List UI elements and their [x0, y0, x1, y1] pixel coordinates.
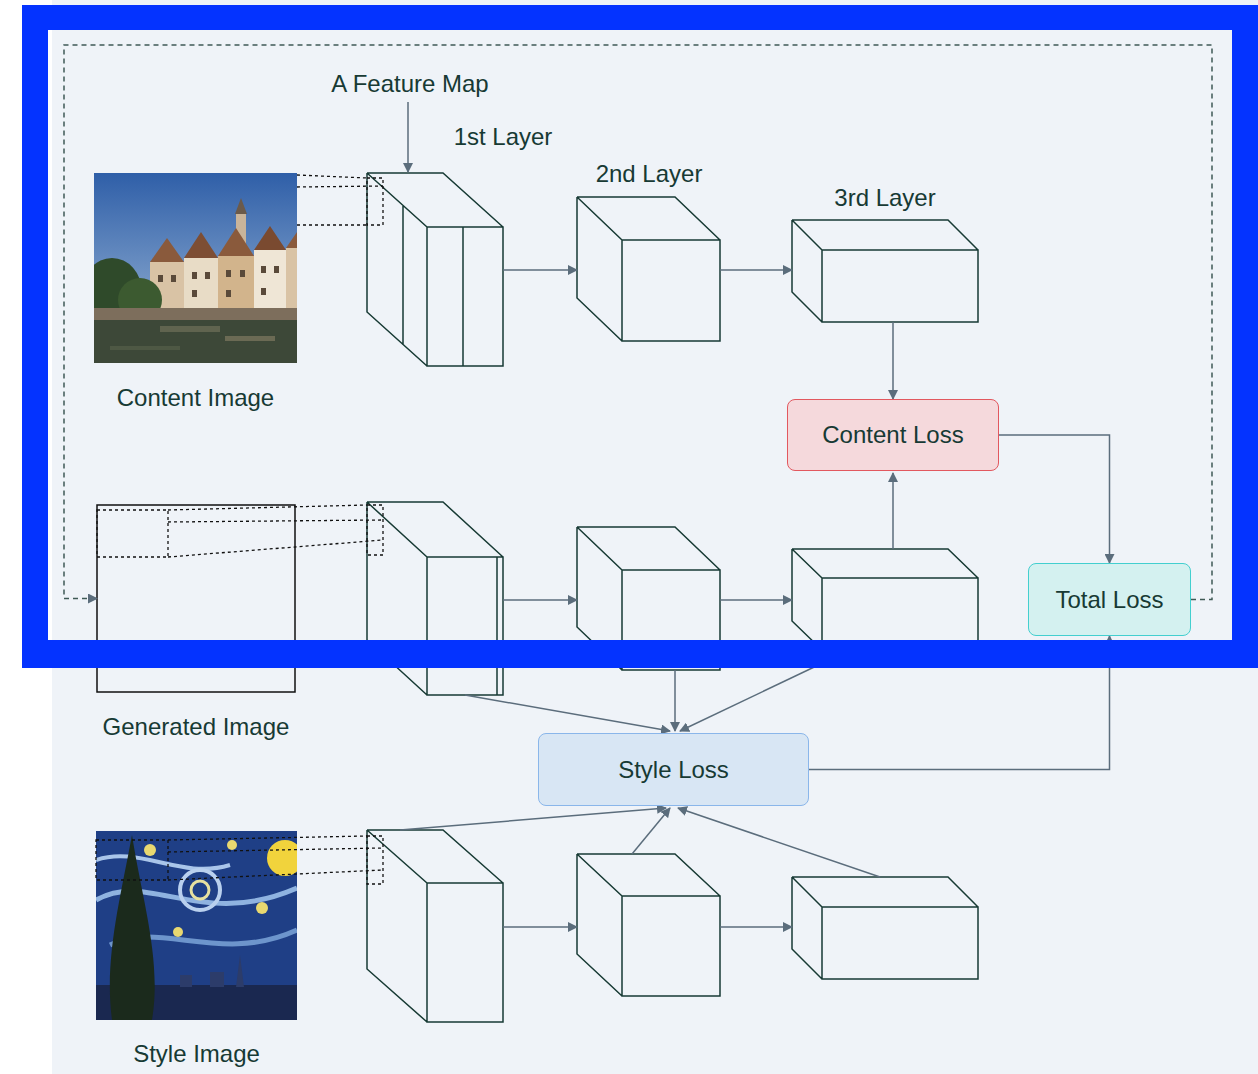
receptive-field-lines	[367, 836, 383, 884]
content-photo	[254, 250, 286, 312]
panel-background	[52, 0, 1258, 1074]
style-painting	[96, 831, 297, 1020]
content-photo	[286, 248, 297, 312]
flow-arrows	[400, 808, 666, 830]
style-painting	[110, 835, 155, 1020]
layer-blocks	[367, 173, 503, 366]
highlight-frame	[22, 5, 1258, 668]
caption: 2nd Layer	[596, 160, 703, 188]
receptive-field-lines	[168, 505, 383, 557]
flow-arrows	[674, 670, 676, 731]
box-label: Content Loss	[822, 421, 963, 449]
content-photo	[184, 232, 218, 258]
style-painting	[191, 881, 209, 899]
flow-arrows	[720, 926, 792, 928]
style-painting	[173, 927, 183, 937]
content-photo	[158, 266, 279, 297]
content-photo	[171, 275, 176, 282]
receptive-field-lines	[168, 836, 383, 880]
style-painting	[227, 840, 237, 850]
receptive-field-lines	[96, 840, 168, 880]
flow-arrows	[678, 808, 880, 877]
style-painting	[210, 972, 224, 987]
content-photo	[94, 173, 297, 363]
content-photo	[225, 336, 275, 341]
style-painting	[256, 902, 268, 914]
content-photo	[160, 326, 220, 332]
layer-blocks	[367, 830, 503, 1022]
content-photo	[235, 198, 247, 214]
layer-blocks	[792, 549, 978, 650]
content-photo	[261, 288, 266, 295]
caption: Style Image	[133, 1040, 260, 1068]
layer-blocks	[577, 854, 720, 996]
content-image: Content Image	[94, 173, 297, 363]
layer-block: 2nd Layer	[577, 197, 720, 341]
loss-box: Total Loss	[1028, 563, 1191, 636]
style-painting	[267, 840, 297, 876]
receptive-field-lines	[367, 505, 383, 555]
flow-connector	[999, 435, 1110, 563]
content-photo	[261, 266, 266, 273]
layer-block: 1st Layer	[367, 173, 503, 367]
caption: 3rd Layer	[834, 184, 935, 212]
receptive-field-lines	[297, 175, 383, 225]
layer-blocks	[97, 173, 978, 1022]
content-photo	[94, 308, 297, 320]
layer-block: 3rd Layer	[792, 220, 978, 322]
content-photo	[218, 228, 254, 256]
loss-box: Style Loss	[538, 733, 809, 806]
flow-arrows	[892, 473, 894, 549]
feedback-connector	[64, 45, 1212, 600]
content-photo	[205, 272, 210, 279]
content-photo	[226, 270, 231, 277]
content-photo	[286, 232, 297, 248]
receptive-field-lines	[97, 510, 168, 557]
content-photo	[150, 238, 184, 262]
content-photo	[254, 226, 286, 250]
layer-blocks	[577, 197, 720, 341]
layer-blocks	[792, 877, 978, 979]
box-label: Style Loss	[618, 756, 729, 784]
flow-arrows	[465, 695, 670, 731]
flow-connector	[892, 322, 894, 399]
content-photo	[184, 258, 218, 312]
flow-connector	[720, 269, 792, 271]
style-painting	[236, 955, 244, 987]
flow-arrows	[720, 599, 792, 601]
caption: Content Image	[117, 384, 274, 412]
content-photo	[218, 256, 254, 312]
receptive-field-lines	[367, 178, 383, 225]
flow-connector	[503, 269, 577, 271]
content-photo	[274, 266, 279, 273]
content-photo	[110, 346, 180, 350]
generated-image: Generated Image	[97, 505, 295, 692]
flow-arrows	[632, 808, 670, 854]
style-painting	[180, 870, 220, 910]
style-image: Style Image	[96, 831, 297, 1020]
content-photo	[158, 275, 163, 282]
annotation-label: A Feature Map	[331, 70, 488, 98]
flow-arrows	[400, 102, 893, 927]
content-photo	[94, 320, 297, 363]
style-painting	[96, 831, 297, 1020]
content-photo	[240, 270, 245, 277]
style-painting	[144, 844, 156, 856]
content-photo	[192, 290, 197, 297]
flow-arrows	[407, 102, 409, 172]
caption: 1st Layer	[454, 123, 553, 151]
loss-box: Content Loss	[787, 399, 999, 471]
content-photo	[226, 290, 231, 297]
content-photo	[192, 272, 197, 279]
flow-arrows	[503, 926, 577, 928]
flow-arrows	[503, 599, 577, 601]
box-label: Total Loss	[1055, 586, 1163, 614]
style-painting	[96, 856, 230, 869]
receptive-field-lines	[96, 175, 383, 884]
layer-blocks	[792, 220, 978, 322]
style-painting	[180, 975, 192, 987]
caption: Generated Image	[103, 713, 290, 741]
